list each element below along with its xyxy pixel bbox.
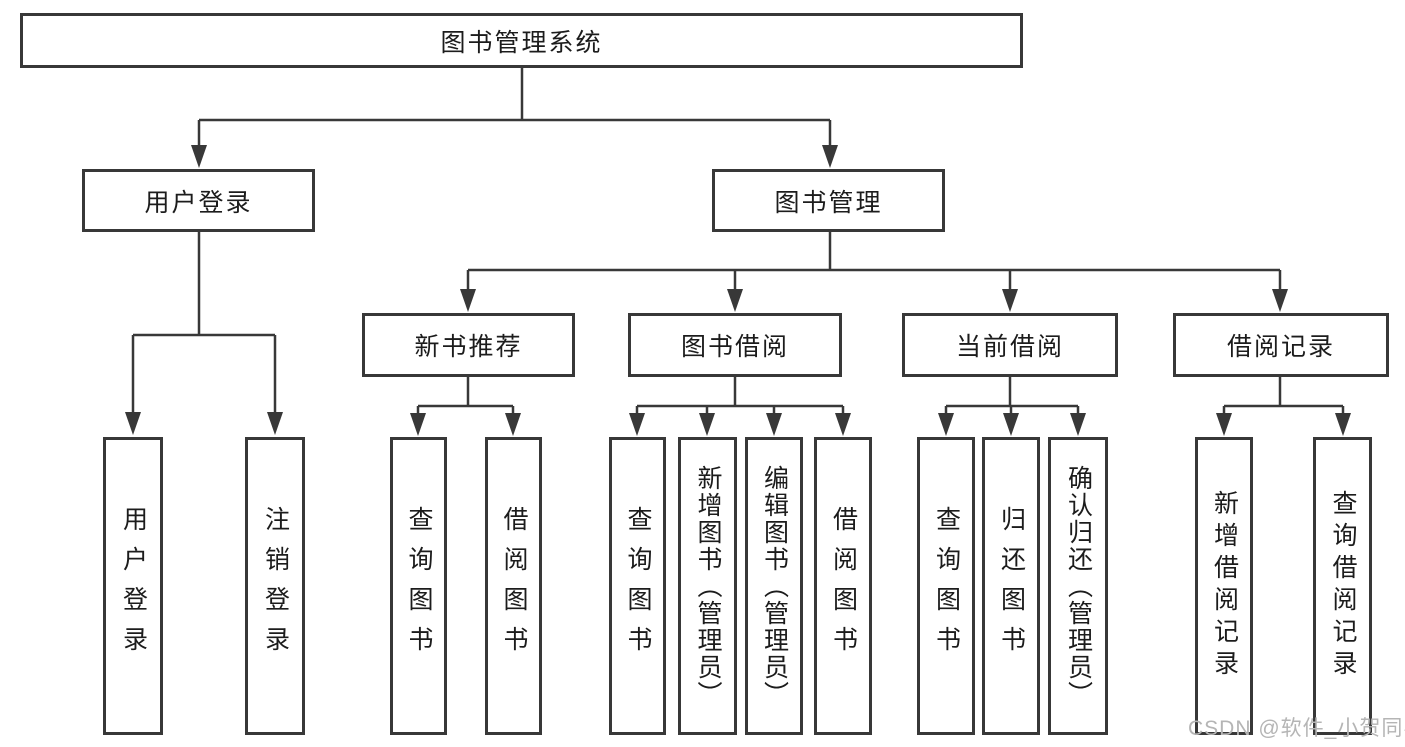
connector-borrow-record bbox=[1216, 377, 1351, 436]
leaf-label: 确认归还（管理员） bbox=[1064, 464, 1093, 708]
connector-book-mgmt bbox=[460, 232, 1288, 312]
leaf-label: 查询图书 bbox=[932, 506, 961, 666]
leaf-add-borrow-record: 新增借阅记录 bbox=[1195, 437, 1253, 735]
connector-new-book-rec bbox=[410, 377, 521, 436]
connector-book-borrow bbox=[629, 377, 851, 436]
leaf-confirm-return-admin: 确认归还（管理员） bbox=[1048, 437, 1108, 735]
leaf-label: 借阅图书 bbox=[500, 506, 528, 666]
leaf-label: 用户登录 bbox=[119, 506, 148, 666]
leaf-borrow-books-rec: 借阅图书 bbox=[485, 437, 542, 735]
node-user-login: 用户登录 bbox=[82, 169, 315, 232]
leaf-query-books-borrow: 查询图书 bbox=[609, 437, 666, 735]
csdn-watermark: CSDN @软件_小贺同学 bbox=[1188, 717, 1405, 740]
leaf-query-books-rec: 查询图书 bbox=[390, 437, 447, 735]
leaf-label: 借阅图书 bbox=[829, 506, 858, 666]
leaf-label: 查询图书 bbox=[624, 506, 652, 666]
node-current-borrow: 当前借阅 bbox=[902, 313, 1118, 377]
leaf-query-borrow-record: 查询借阅记录 bbox=[1313, 437, 1372, 735]
leaf-label: 归还图书 bbox=[997, 506, 1026, 666]
leaf-borrow-books: 借阅图书 bbox=[814, 437, 872, 735]
leaf-label: 查询图书 bbox=[405, 506, 433, 666]
leaf-user-login: 用户登录 bbox=[103, 437, 163, 735]
leaf-logout: 注销登录 bbox=[245, 437, 305, 735]
connector-user-login bbox=[125, 232, 283, 435]
leaf-edit-books-admin: 编辑图书（管理员） bbox=[745, 437, 803, 735]
node-book-borrow: 图书借阅 bbox=[628, 313, 842, 377]
node-root-system: 图书管理系统 bbox=[20, 13, 1023, 68]
connector-root bbox=[191, 68, 838, 168]
leaf-query-books-current: 查询图书 bbox=[917, 437, 975, 735]
connector-current-borrow bbox=[938, 377, 1086, 436]
node-book-management: 图书管理 bbox=[712, 169, 945, 232]
leaf-add-books-admin: 新增图书（管理员） bbox=[678, 437, 737, 735]
leaf-label: 注销登录 bbox=[261, 506, 290, 666]
leaf-label: 编辑图书（管理员） bbox=[760, 464, 789, 708]
leaf-return-books: 归还图书 bbox=[982, 437, 1040, 735]
leaf-label: 新增借阅记录 bbox=[1210, 490, 1239, 682]
leaf-label: 新增图书（管理员） bbox=[694, 464, 722, 708]
node-new-book-recommend: 新书推荐 bbox=[362, 313, 575, 377]
leaf-label: 查询借阅记录 bbox=[1329, 490, 1357, 682]
node-borrow-record: 借阅记录 bbox=[1173, 313, 1389, 377]
